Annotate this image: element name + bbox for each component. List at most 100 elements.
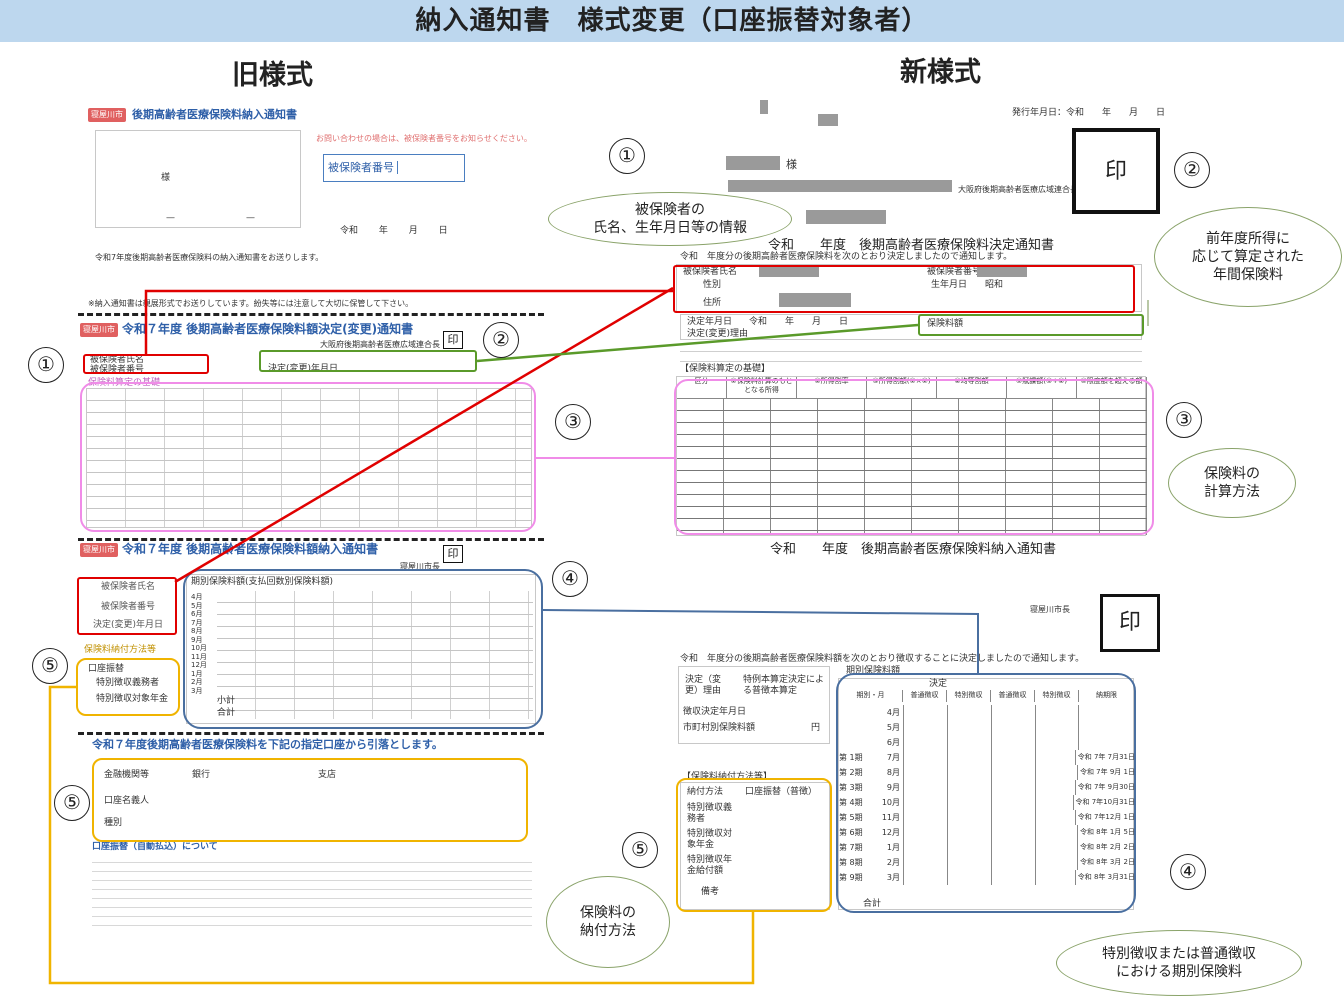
new-period-due: 令和 8年 3月 2日	[1079, 858, 1135, 866]
new-period-highlight	[836, 673, 1136, 913]
new-yen: 円	[811, 723, 821, 733]
new-stamp-2: 印	[1100, 594, 1160, 652]
new-period-label: 第 8期	[839, 858, 863, 867]
new-period-amount-cells	[903, 750, 1076, 765]
connector-blue	[542, 609, 979, 673]
new-decision-date-label: 決定年月日	[687, 317, 733, 327]
old-pay-method-label: 保険料納付方法等	[84, 645, 157, 655]
old-city-badge-2: 寝屋川市	[80, 323, 118, 337]
new-period-amount-cells	[903, 810, 1076, 825]
new-period-amount-cells	[903, 780, 1076, 795]
connector-green	[476, 323, 919, 363]
old-city-badge-3-text: 寝屋川市	[83, 545, 115, 554]
new-premium-label: 保険料額	[927, 319, 964, 329]
new-period-month: 10月	[881, 798, 900, 807]
old-month-label: 5月	[191, 601, 203, 610]
new-period-amount-cells	[903, 855, 1078, 870]
new-calc-basis-label: 【保険料算定の基礎】	[680, 364, 771, 374]
bubble-calc-method-text: 保険料の 計算方法	[1204, 466, 1260, 500]
old-pay-method-highlight	[76, 658, 180, 716]
new-address-label: 住所	[703, 298, 722, 308]
new-insured-highlight	[673, 265, 1135, 313]
old-separator-2	[78, 538, 544, 541]
new-reason-value: 特例本算定決定による普徴本算定	[743, 675, 825, 696]
old-month-label: 4月	[191, 593, 203, 601]
new-remarks-label: 備考	[701, 887, 720, 897]
old-pay-method-account: 口座振替	[88, 664, 125, 674]
old-account-notes	[92, 854, 532, 934]
bubble-annual-premium-text: 前年度所得に 応じて算定された 年間保険料	[1192, 231, 1304, 283]
old-date-reiwa: 令和	[340, 226, 359, 236]
old-month-label: 6月	[191, 610, 203, 618]
connector-red-1	[144, 289, 673, 354]
new-pay-method-heading: 【保険料納付方法等】	[682, 772, 773, 782]
old-pay-method-pension: 特別徴収対象年金	[96, 694, 169, 704]
new-period-label: 第 6期	[839, 828, 863, 837]
new-calc-header-cell: ④均等割額	[937, 377, 1007, 399]
new-period-month: 11月	[881, 813, 900, 822]
new-decision-date-value: 令和 年 月 日	[749, 317, 849, 327]
old-payment-city: 寝屋川市長	[400, 562, 440, 571]
old-address-sama: 様	[161, 173, 171, 183]
new-period-due: 令和 7年 7月31日	[1077, 753, 1135, 761]
page-title: 納入通知書 様式変更（口座振替対象者）	[415, 6, 929, 36]
new-period-row: 6月	[839, 735, 1135, 750]
old-month-label: 10月	[191, 644, 207, 652]
new-period-header: 期別保険料額	[846, 666, 901, 676]
old-envelope-title: 後期高齢者医療保険料納入通知書	[132, 108, 297, 121]
old-pay-method-block: 口座振替 特別徴収義務者 特別徴収対象年金	[82, 660, 176, 712]
old-account-type-label: 種別	[104, 818, 123, 828]
old-account-block: 金融機関等 銀行 支店 口座名義人 種別	[96, 760, 526, 836]
old-month-label: 7月	[191, 618, 203, 627]
old-pay-name-label: 被保険者氏名	[100, 582, 155, 592]
new-period-label: 第 3期	[839, 783, 863, 792]
new-sama: 様	[786, 158, 797, 171]
bubble-pay-method-text: 保険料の 納付方法	[580, 905, 636, 939]
old-month-label: 1月	[191, 669, 203, 678]
new-decision-intro: 令和 年度分の後期高齢者医療保険料を次のとおり決定しましたので通知します。	[680, 252, 1013, 262]
new-calc-highlight	[674, 379, 1154, 535]
new-pay-method-label: 納付方法	[687, 787, 724, 797]
new-birth-label: 生年月日	[931, 280, 968, 290]
new-circle-3: ③	[1166, 402, 1202, 438]
new-collection-date-label: 徴収決定年月日	[683, 707, 747, 717]
new-period-col-header: 特別徴収	[947, 690, 991, 702]
new-special-pension-amount-label: 特別徴収年金給付額	[687, 855, 733, 876]
new-period-amount-cells	[903, 825, 1078, 840]
old-period-highlight	[183, 569, 543, 729]
old-date-year: 年	[378, 226, 388, 236]
old-branch-label: 支店	[318, 770, 337, 780]
new-period-amount-cells	[903, 705, 1079, 720]
new-period-label: 第 1期	[839, 753, 863, 762]
new-format-heading: 新様式	[900, 57, 981, 88]
old-premium-highlight	[259, 350, 477, 372]
old-inquiry-note: お問い合わせの場合は、被保険者番号をお知らせください。	[316, 134, 532, 143]
old-stamp-1: 印	[443, 331, 463, 349]
new-period-label: 第 4期	[839, 798, 863, 807]
new-pay-method-highlight	[676, 778, 832, 912]
new-decision-col: 決定	[929, 679, 948, 689]
old-bank-suffix: 銀行	[192, 770, 211, 780]
connector-red-2	[174, 286, 674, 584]
old-month-label: 2月	[191, 678, 203, 686]
new-total-label: 合計	[863, 899, 882, 909]
old-decision-date-label: 決定(変更)年月日	[268, 364, 339, 374]
old-month-label: 9月	[191, 635, 203, 644]
old-account-highlight	[92, 758, 528, 842]
new-pay-method-value: 口座振替（普徴）	[745, 787, 818, 797]
old-total-label: 合計	[217, 708, 236, 718]
old-pay-num-label: 被保険者番号	[100, 602, 155, 612]
old-separator-1	[78, 313, 544, 316]
new-reason-label: 決定（変更）理由	[685, 675, 722, 696]
old-period-header: 期別保険料額(支払回数別保険料額)	[191, 577, 334, 587]
